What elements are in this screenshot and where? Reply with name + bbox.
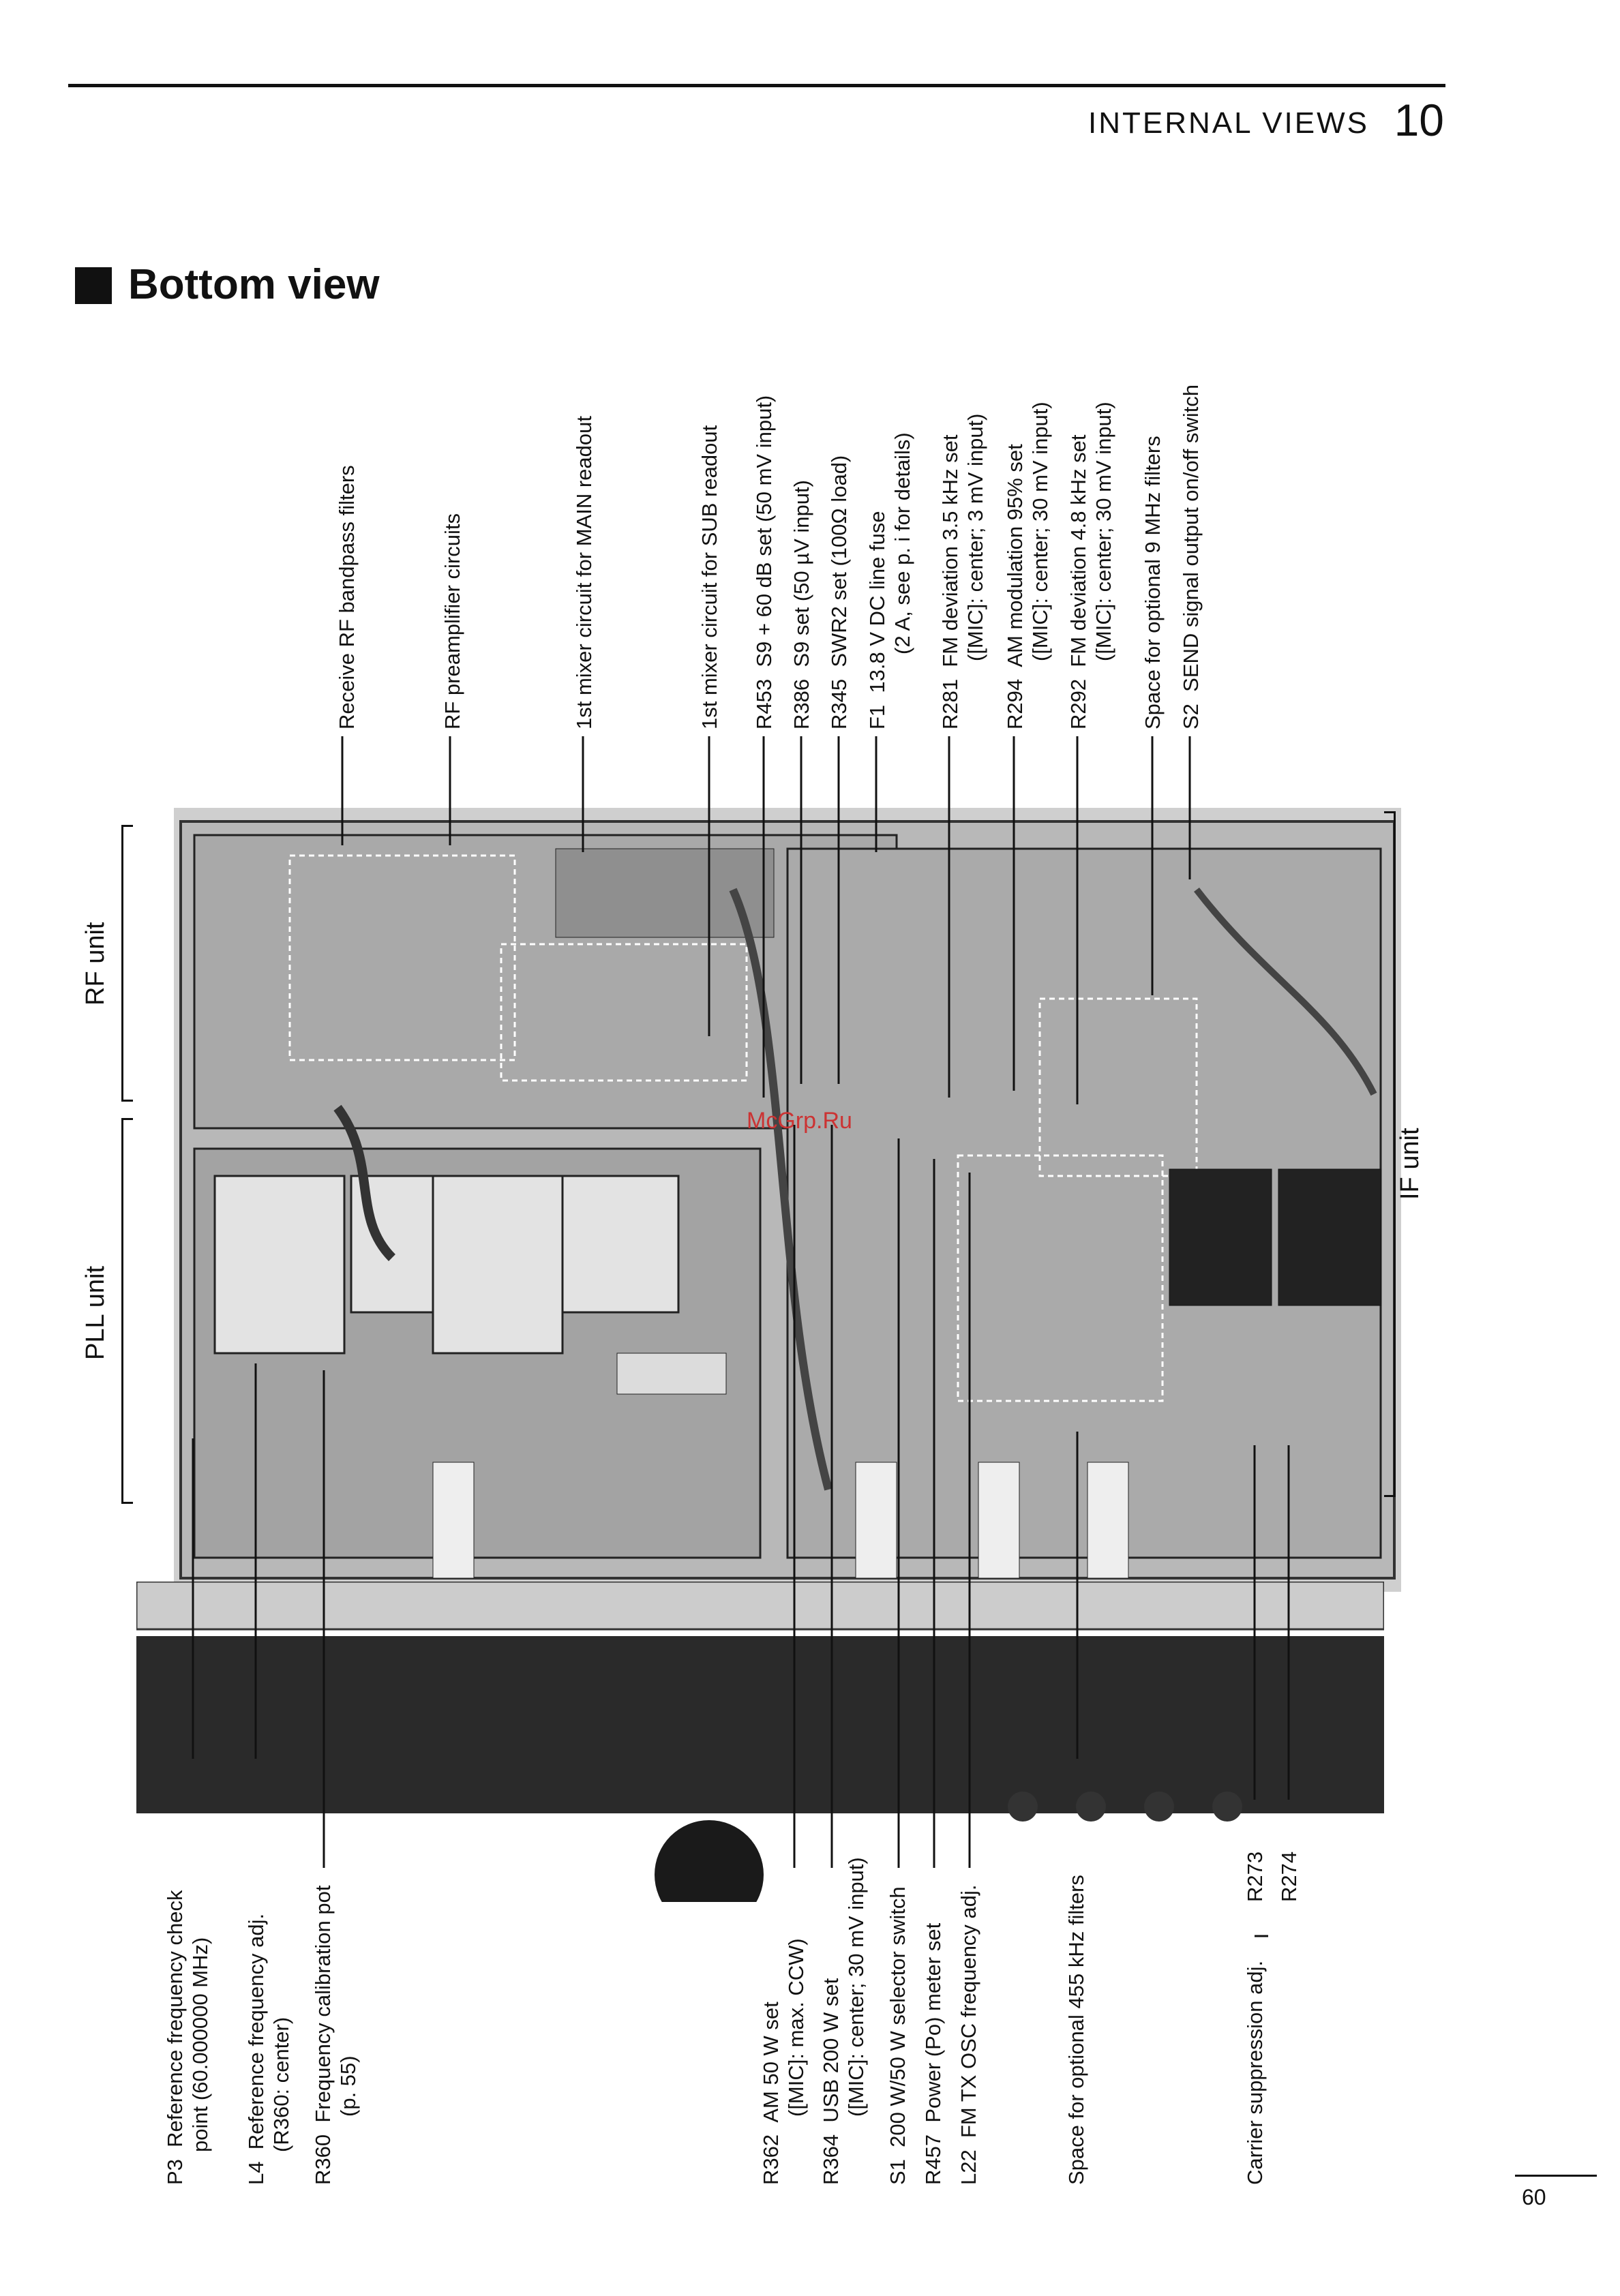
page-number: 60 — [1522, 2185, 1546, 2209]
section-bullet-icon — [75, 267, 112, 304]
pll-unit-bracket — [121, 1118, 133, 1504]
watermark: McGrp.Ru — [747, 1108, 852, 1134]
transceiver-bottom-internal-photo: McGrp.Ru — [174, 808, 1401, 1592]
chapter-title: INTERNAL VIEWS — [1088, 106, 1369, 140]
header-rule — [68, 84, 1445, 87]
rf-unit-bracket — [121, 825, 133, 1102]
footer-rule — [1515, 2175, 1597, 2177]
if-unit-bracket — [1384, 811, 1396, 1497]
chapter-number: 10 — [1394, 95, 1444, 145]
front-panel-illustration — [136, 1582, 1384, 1902]
section-title: Bottom view — [128, 261, 380, 308]
